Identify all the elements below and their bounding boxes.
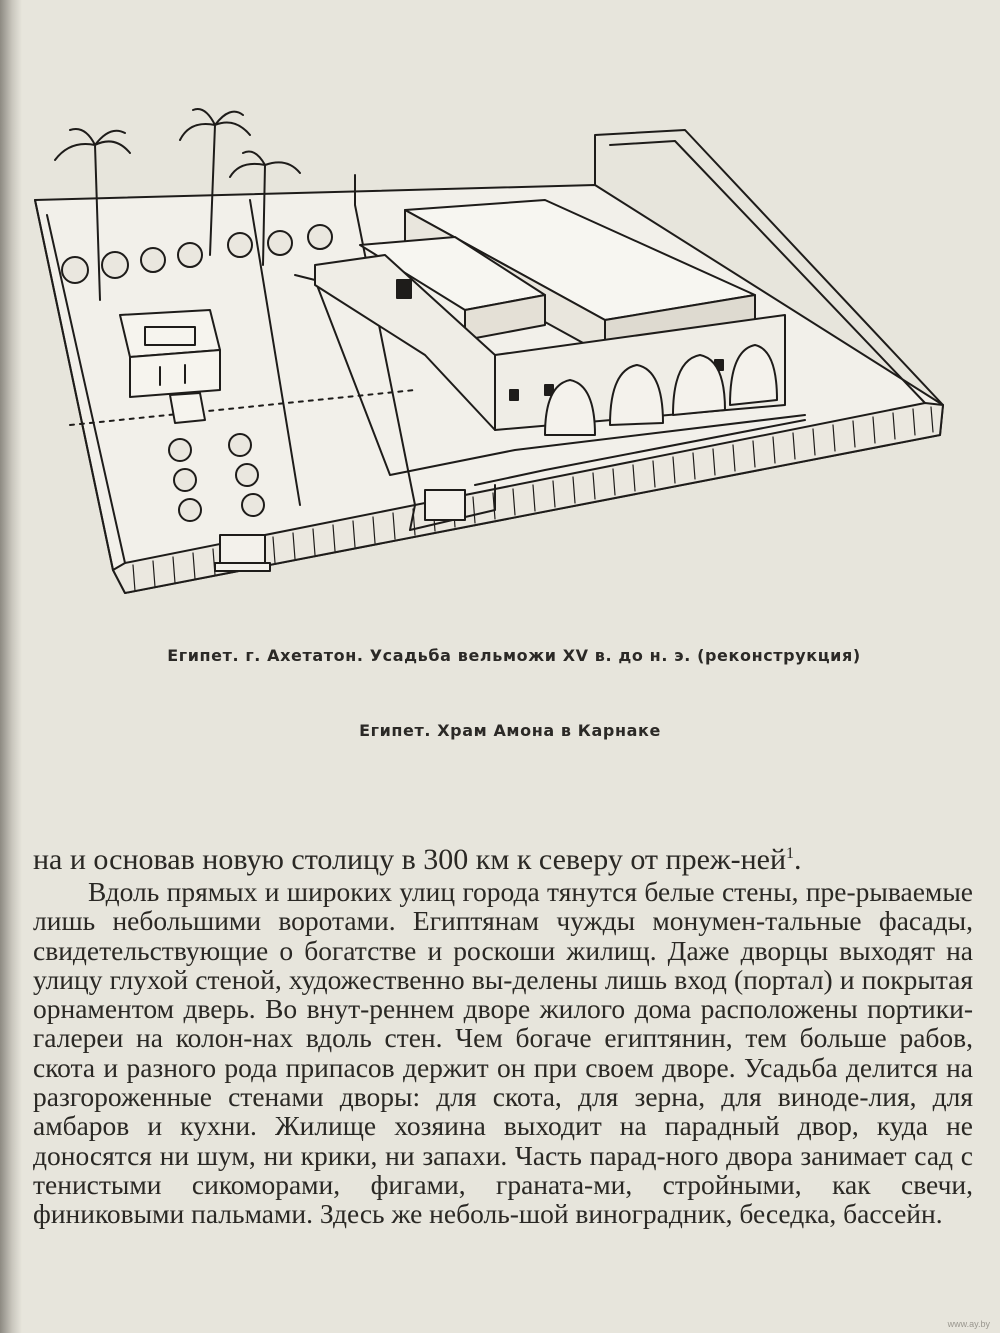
inner-walls xyxy=(69,174,806,531)
palm-trees xyxy=(54,108,301,301)
garden-trees xyxy=(61,224,333,522)
main-house xyxy=(314,199,786,431)
figure-caption-temple: Египет. Храм Амона в Карнаке xyxy=(359,721,661,740)
figure-caption-estate: Египет. г. Ахетатон. Усадьба вельможи XV… xyxy=(167,646,861,665)
estate-reconstruction-drawing xyxy=(34,108,944,594)
garden-pavilion xyxy=(119,309,221,424)
page-binding-shadow xyxy=(0,0,22,1333)
footnote-marker: 1 xyxy=(786,845,795,862)
lead-line: на и основав новую столицу в 300 км к се… xyxy=(33,843,802,876)
entrance-gate xyxy=(214,489,466,572)
granaries xyxy=(544,344,778,436)
lead-line-text: на и основав новую столицу в 300 км к се… xyxy=(33,843,787,876)
watermark: www.ay.by xyxy=(947,1319,990,1329)
main-paragraph: Вдоль прямых и широких улиц города тянут… xyxy=(33,876,973,1230)
body-text: на и основав новую столицу в 300 км к се… xyxy=(33,838,973,1229)
